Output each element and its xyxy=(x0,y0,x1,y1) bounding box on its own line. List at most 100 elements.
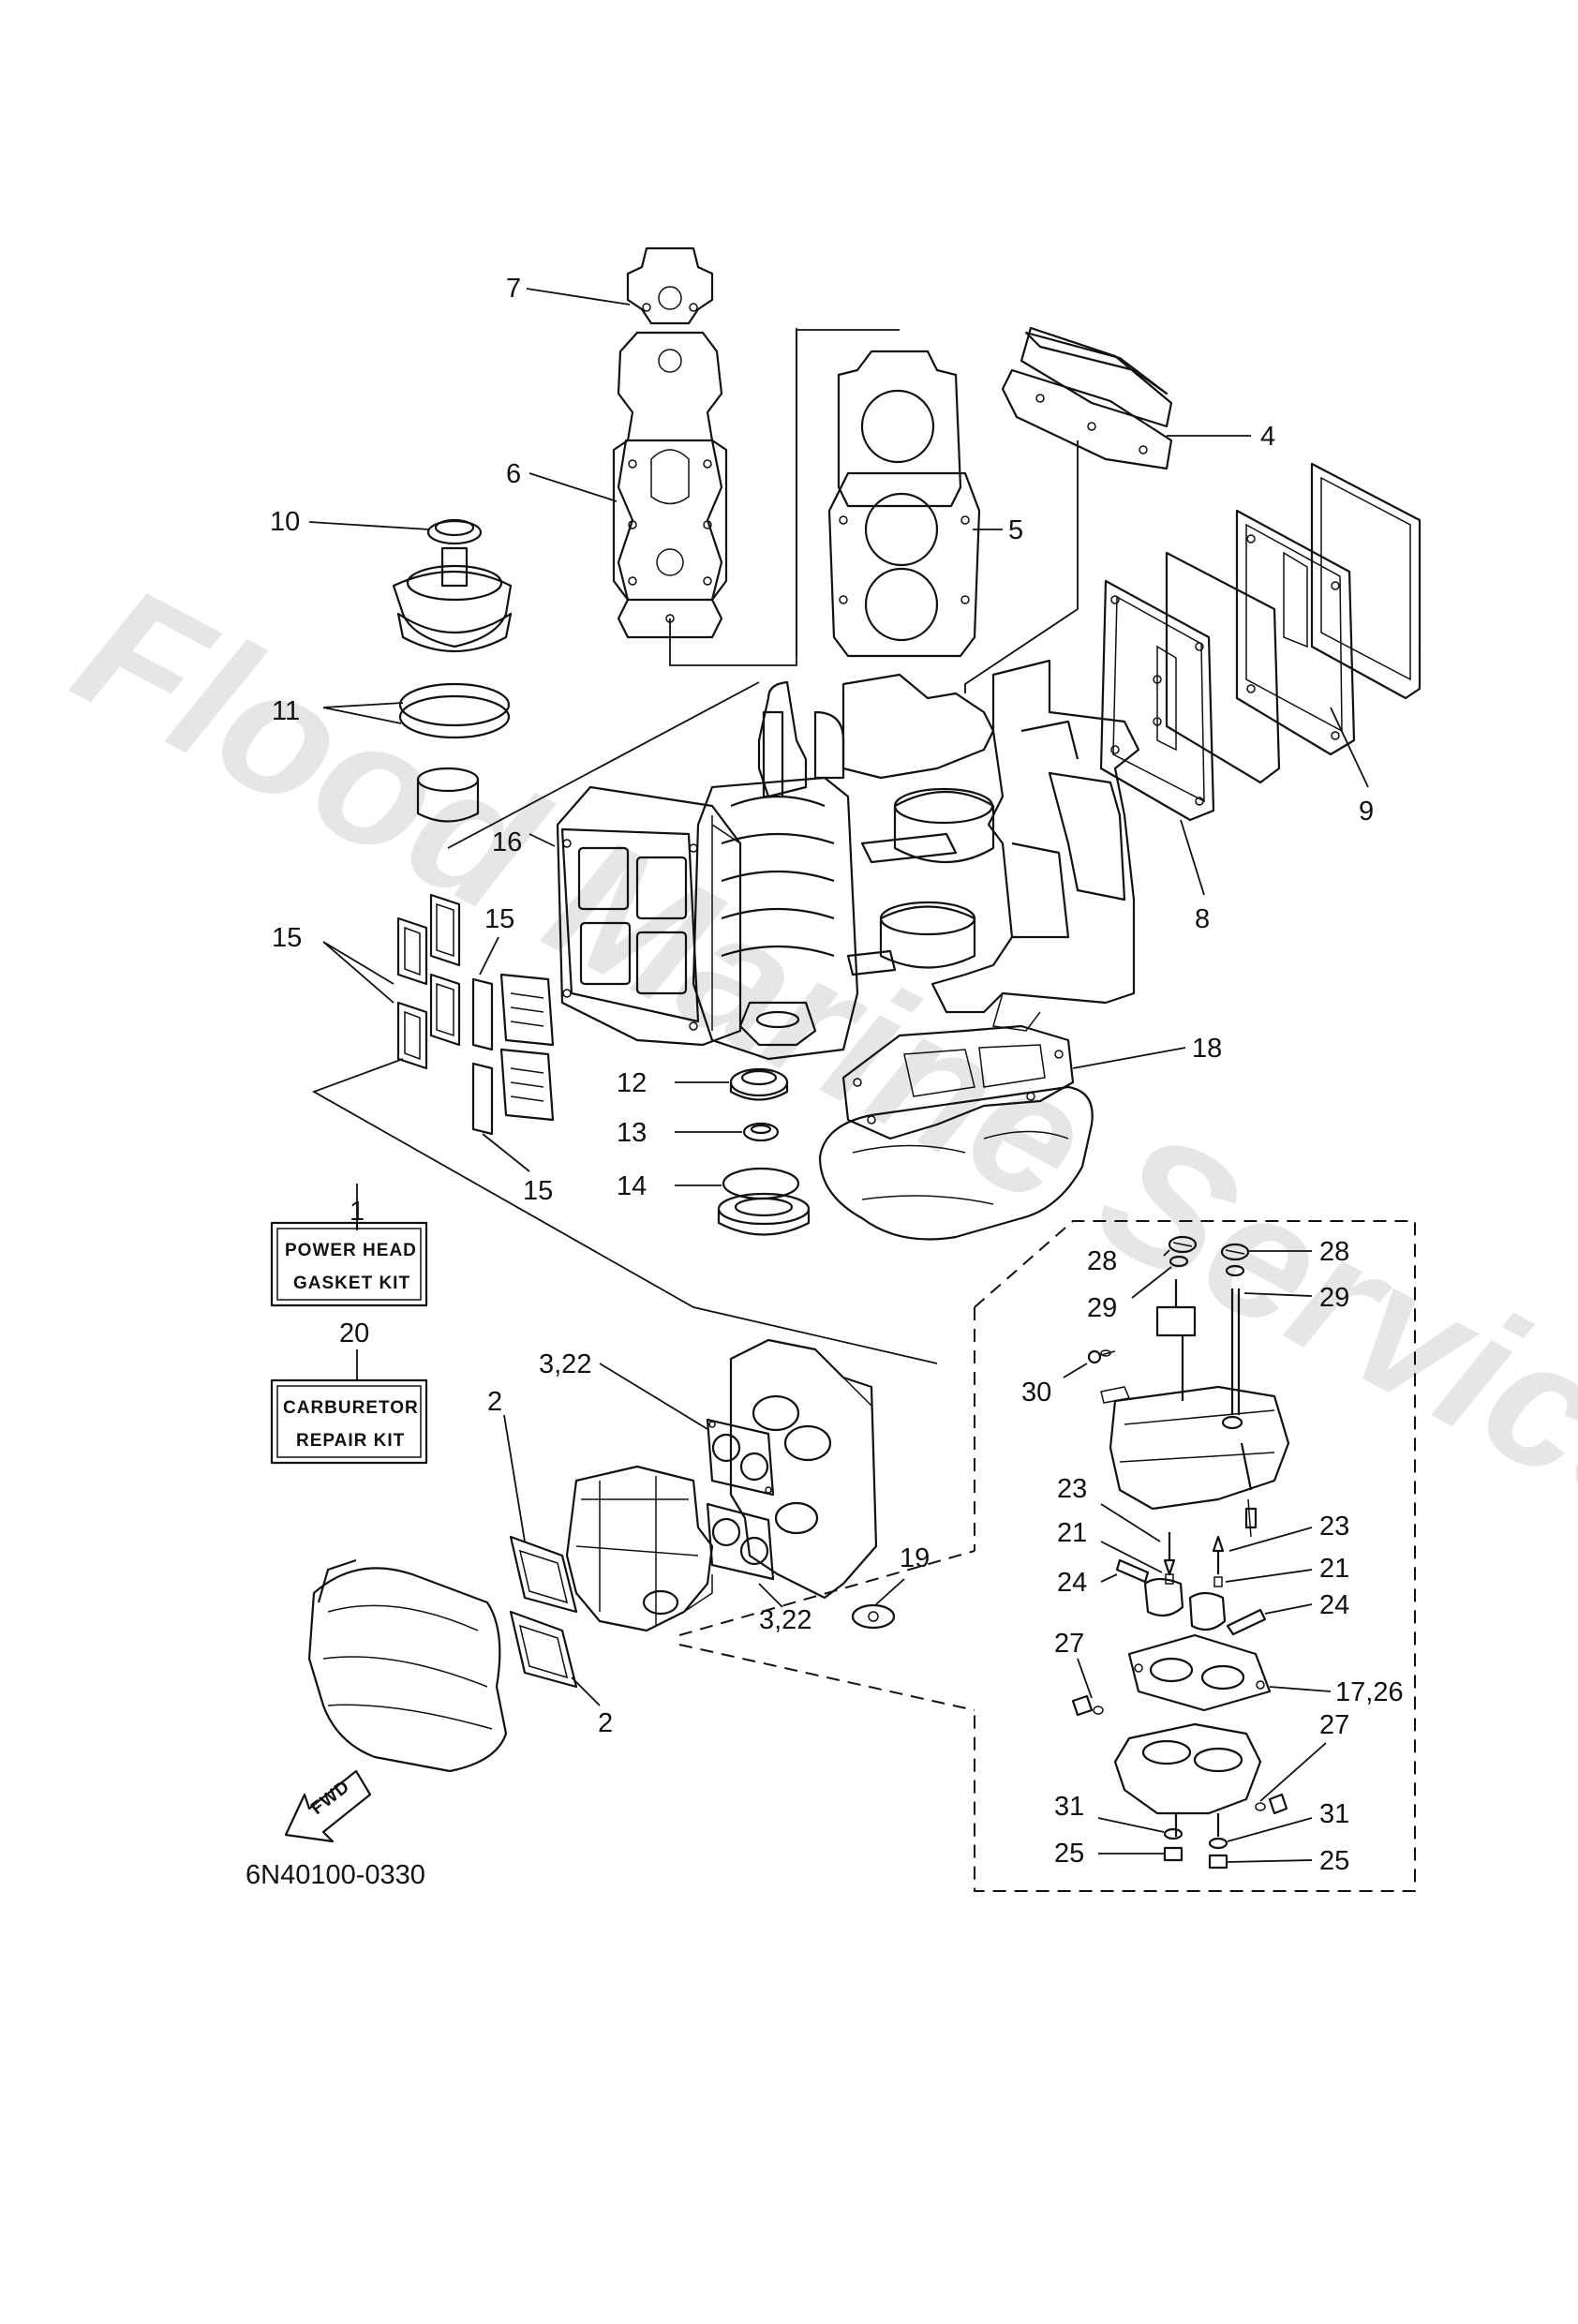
leader-28a xyxy=(1163,1249,1170,1257)
leader-2b xyxy=(571,1676,601,1706)
part-12-oil-seal xyxy=(729,1067,789,1101)
part-11-o-ring xyxy=(398,682,511,739)
part-5-cylinder-head xyxy=(827,350,981,658)
link-line-5-top xyxy=(796,329,900,656)
callout-8: 8 xyxy=(1195,904,1210,934)
crankcase-assembly xyxy=(692,659,1140,1061)
callout-27b: 27 xyxy=(1319,1710,1349,1740)
lower-bearing-housing xyxy=(717,1192,811,1236)
leader-18 xyxy=(1072,1047,1186,1069)
link-line-crank xyxy=(447,681,760,849)
callout-23b: 23 xyxy=(1319,1512,1349,1542)
callout-7: 7 xyxy=(506,274,521,304)
diagram-code: 6N40100-0330 xyxy=(246,1860,425,1890)
part-23-needle-right xyxy=(1212,1535,1225,1574)
part-28-plug-left xyxy=(1168,1235,1198,1254)
callout-6: 6 xyxy=(506,459,521,489)
leader-27a xyxy=(1077,1658,1093,1699)
callout-11: 11 xyxy=(272,696,300,726)
callout-18: 18 xyxy=(1192,1034,1222,1064)
part-31-washer-right xyxy=(1208,1837,1228,1850)
part-2-gasket-upper xyxy=(509,1535,578,1614)
leader-10 xyxy=(308,521,430,530)
part-3-22-gasket-lower xyxy=(706,1502,775,1581)
callout-12: 12 xyxy=(617,1068,647,1098)
part-3-22-gasket-upper xyxy=(706,1418,775,1497)
part-9-exhaust-gasket xyxy=(1235,462,1422,756)
detail-link-lines xyxy=(678,1307,975,1711)
kit-1-line1: POWER HEAD xyxy=(285,1241,417,1260)
part-24-pin-left xyxy=(1115,1558,1150,1584)
leader-29b xyxy=(1243,1292,1313,1297)
leader-2a xyxy=(503,1414,526,1542)
callout-31a: 31 xyxy=(1054,1792,1084,1822)
leader-6 xyxy=(528,472,618,502)
callout-27a: 27 xyxy=(1054,1629,1084,1659)
part-25-screw-right xyxy=(1208,1854,1228,1870)
callout-23a: 23 xyxy=(1057,1474,1087,1504)
leader-19 xyxy=(875,1578,905,1605)
callout-24a: 24 xyxy=(1057,1568,1087,1598)
carburetor-body xyxy=(565,1465,714,1632)
part-7-gasket xyxy=(626,246,714,325)
leader-3-22b xyxy=(758,1583,783,1608)
carburetor-detail-body xyxy=(1100,1279,1290,1538)
kit-1-line2: GASKET KIT xyxy=(293,1274,410,1293)
part-2-gasket-lower xyxy=(509,1610,578,1689)
part-30-screw xyxy=(1087,1349,1116,1364)
part-17-26-float-chamber-gasket xyxy=(1127,1633,1272,1712)
leader-15b xyxy=(479,936,499,976)
callout-15c: 15 xyxy=(523,1176,553,1206)
link-line-4-block xyxy=(964,440,1079,693)
float-chamber xyxy=(1113,1722,1262,1837)
part-31-washer-left xyxy=(1163,1827,1184,1840)
leader-3-22a xyxy=(599,1363,708,1430)
part-23-needle-left xyxy=(1163,1532,1176,1576)
detail-box-outline xyxy=(974,1220,1416,1892)
reed-valve-blocks xyxy=(499,973,555,1122)
leader-31b xyxy=(1227,1817,1313,1842)
leader-30 xyxy=(1063,1363,1088,1378)
part-16-intake-manifold xyxy=(556,785,742,1047)
kit-20-line1: CARBURETOR xyxy=(283,1398,419,1418)
callout-29a: 29 xyxy=(1087,1293,1117,1323)
callout-10: 10 xyxy=(270,507,300,537)
part-27-drain-screw-right xyxy=(1255,1793,1288,1815)
callout-25a: 25 xyxy=(1054,1839,1084,1869)
kit-1-label-box: POWER HEAD GASKET KIT xyxy=(270,1221,428,1307)
leader-21b xyxy=(1225,1569,1313,1583)
part-8-exhaust-plate xyxy=(1099,551,1281,822)
callout-24b: 24 xyxy=(1319,1590,1349,1620)
kit-20-label-box: CARBURETOR REPAIR KIT xyxy=(270,1378,428,1465)
part-15-reed-gaskets xyxy=(396,893,494,1136)
part-27-drain-screw-left xyxy=(1071,1694,1104,1717)
leader-27b xyxy=(1259,1742,1327,1802)
leader-24a xyxy=(1100,1573,1118,1583)
callout-9: 9 xyxy=(1359,797,1374,827)
callout-16: 16 xyxy=(492,827,522,857)
callout-25b: 25 xyxy=(1319,1846,1349,1876)
kit-20-number: 20 xyxy=(339,1318,369,1348)
part-21-clip-right xyxy=(1213,1576,1223,1587)
leader-23b xyxy=(1228,1527,1313,1552)
link-line-reed xyxy=(311,1058,938,1364)
callout-15b: 15 xyxy=(484,904,514,934)
part-28-plug-right xyxy=(1220,1243,1250,1261)
float-left xyxy=(1143,1577,1184,1617)
callout-14: 14 xyxy=(617,1171,647,1201)
callout-13: 13 xyxy=(617,1118,647,1148)
part-29-washer-left xyxy=(1169,1255,1189,1268)
callout-15a: 15 xyxy=(272,923,302,953)
part-29-washer-right xyxy=(1225,1264,1245,1277)
part-10-oil-seal xyxy=(426,518,483,545)
callout-28b: 28 xyxy=(1319,1237,1349,1267)
callout-5: 5 xyxy=(1008,515,1023,545)
part-24-pin-right xyxy=(1226,1608,1267,1636)
intake-silencer-plate xyxy=(729,1338,878,1600)
leader-21a xyxy=(1100,1541,1163,1573)
callout-21a: 21 xyxy=(1057,1518,1087,1548)
float-right xyxy=(1188,1591,1227,1631)
leader-15c xyxy=(482,1133,530,1172)
leader-23a xyxy=(1100,1503,1161,1542)
callout-30: 30 xyxy=(1021,1378,1051,1408)
